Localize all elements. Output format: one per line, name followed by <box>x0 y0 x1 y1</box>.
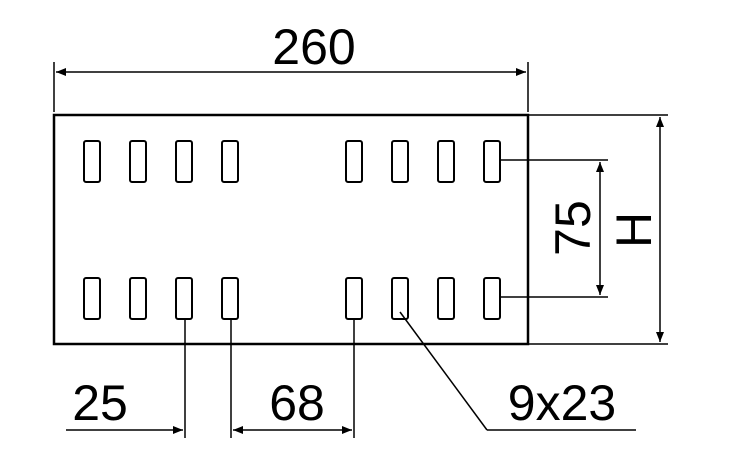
slot-size-leader <box>399 311 488 431</box>
slot <box>83 277 101 320</box>
slot <box>391 140 409 183</box>
slot <box>129 277 147 320</box>
slot <box>483 140 501 183</box>
slot-group <box>83 140 501 320</box>
slot <box>437 277 455 320</box>
tray-plate-outline <box>52 113 530 346</box>
slot <box>345 140 363 183</box>
slot-group-spacing-label: 68 <box>269 375 325 431</box>
slot <box>83 140 101 183</box>
slot <box>175 277 193 320</box>
slot <box>345 277 363 320</box>
slot-size-label: 9x23 <box>508 375 616 431</box>
slot <box>221 140 239 183</box>
slot <box>129 140 147 183</box>
slot <box>221 277 239 320</box>
edge-offset-label: 25 <box>72 375 128 431</box>
vertical-slot-spacing-label: 75 <box>545 200 601 256</box>
overall-width-label: 260 <box>272 19 355 75</box>
slot <box>483 277 501 320</box>
slot <box>175 140 193 183</box>
slot <box>437 140 455 183</box>
height-label: H <box>606 212 662 248</box>
slot <box>391 277 409 320</box>
